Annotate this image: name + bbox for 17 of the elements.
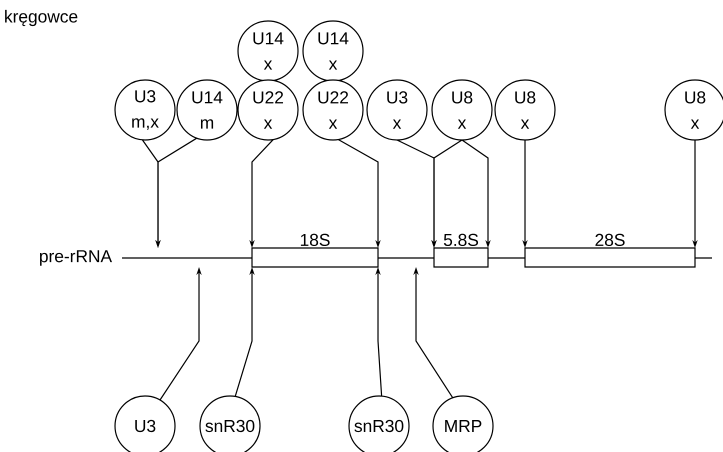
gene-box: 5.8S: [433, 234, 489, 268]
circle-node: U3 x: [366, 79, 428, 141]
molecule-label: pre-rRNA: [40, 250, 112, 266]
circle-node: U3 m,x: [114, 79, 176, 141]
circle-node: U14 x: [302, 20, 364, 82]
gene-box: 28S: [524, 234, 696, 268]
node-label: 18S: [300, 234, 330, 246]
gene-box: 18S: [251, 234, 379, 268]
circle-node: U22 x: [237, 79, 299, 141]
circle-node: U22 x: [302, 79, 364, 141]
circle-node: U14 m: [176, 79, 238, 141]
group-label: kręgowce: [5, 10, 78, 26]
circle-node: U8 x: [494, 79, 556, 141]
node-label: 28S: [595, 234, 625, 246]
circle-node: U8 x: [431, 79, 493, 141]
circle-node: U14 x: [237, 20, 299, 82]
node-label: 5.8S: [444, 234, 478, 246]
